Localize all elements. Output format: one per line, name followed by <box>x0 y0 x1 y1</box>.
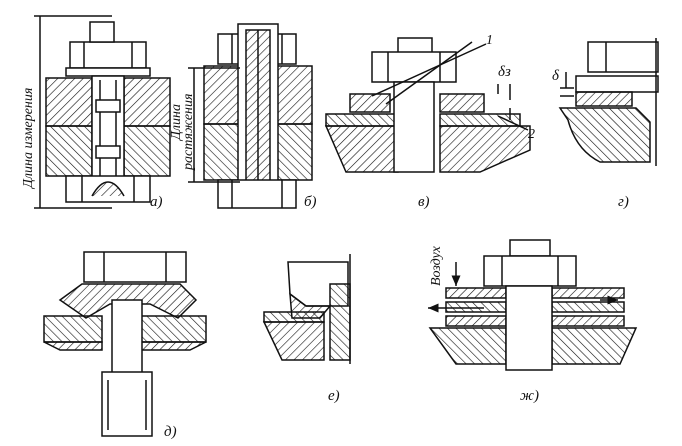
caption-d: д) <box>164 424 177 440</box>
panel-b <box>188 23 313 209</box>
air-label: Воздух <box>429 245 444 286</box>
measure-length-label: Длина измерения <box>21 88 36 190</box>
panel-g <box>558 38 659 166</box>
caption-v: в) <box>418 194 430 210</box>
caption-a: а) <box>150 194 163 210</box>
delta-label: δ <box>552 68 560 84</box>
caption-g: г) <box>618 194 629 210</box>
stretch-length-label-2: растяжения <box>181 93 196 171</box>
panel-zh <box>428 239 638 371</box>
caption-b: б) <box>304 194 317 210</box>
panel-a <box>34 15 171 209</box>
part-1-label: 1 <box>486 33 493 48</box>
stretch-length-label-1: Длина <box>169 104 184 142</box>
panel-v <box>324 37 531 173</box>
panel-e <box>262 254 351 364</box>
panel-d <box>43 251 207 437</box>
caption-zh: ж) <box>520 388 539 404</box>
caption-e: е) <box>328 388 340 404</box>
part-2-label: 2 <box>528 127 535 142</box>
delta-z-label: δз <box>498 64 511 80</box>
